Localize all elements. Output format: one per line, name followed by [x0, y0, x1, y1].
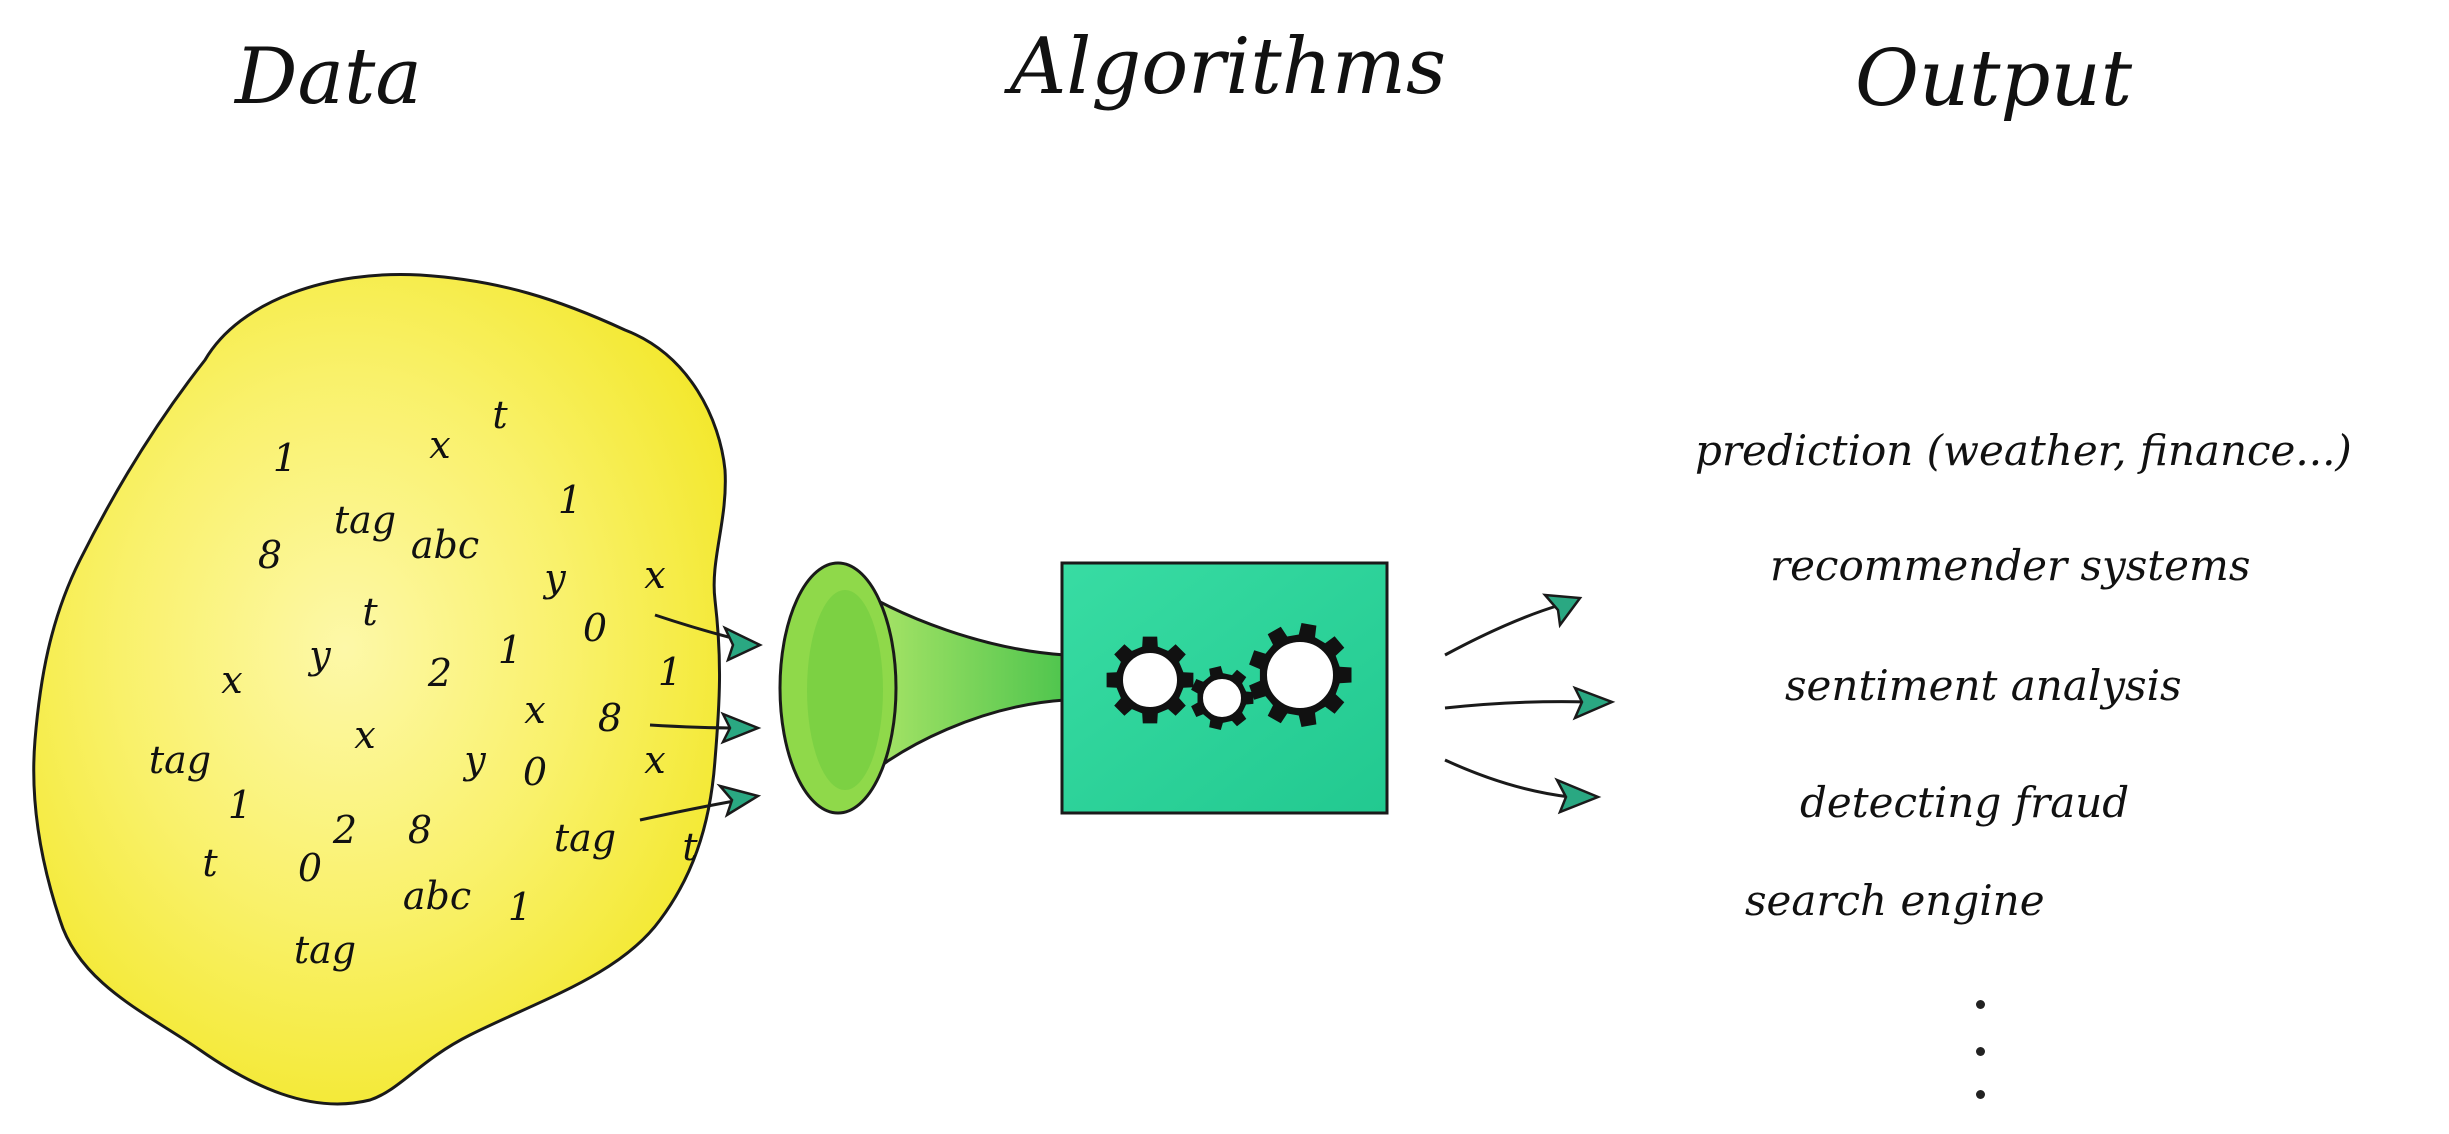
funnel-icon	[778, 561, 1067, 815]
ellipsis-dot	[1976, 1047, 1985, 1056]
data-token: 1	[557, 478, 583, 522]
ellipsis-dot	[1976, 1090, 1985, 1099]
data-token: 8	[407, 808, 433, 852]
data-token: x	[644, 553, 666, 597]
output-heading: Output	[1855, 34, 2133, 124]
data-token: y	[464, 738, 486, 782]
data-token: 2	[332, 808, 358, 852]
data-token: tag	[553, 816, 617, 860]
data-token: t	[492, 393, 508, 437]
data-token: x	[524, 688, 546, 732]
data-token: tag	[333, 498, 397, 542]
data-token: 0	[582, 606, 608, 650]
data-token: abc	[402, 874, 472, 918]
box-to-output-arrows	[1444, 603, 1591, 799]
output-item: sentiment analysis	[1785, 661, 2182, 710]
output-item: detecting fraud	[1800, 778, 2130, 827]
data-token: 1	[657, 650, 683, 694]
gear-icon	[1249, 623, 1352, 727]
data-token: 2	[427, 651, 453, 695]
ellipsis-dot	[1976, 1000, 1985, 1009]
data-token: y	[544, 556, 566, 600]
gear-icon	[1106, 623, 1352, 730]
data-token: tag	[293, 928, 357, 972]
arrow-icon	[716, 625, 763, 818]
output-item: prediction (weather, finance...)	[1695, 426, 2352, 475]
data-token: y	[309, 633, 331, 677]
data-token: 1	[497, 628, 523, 672]
data-token: t	[202, 841, 218, 885]
data-token: t	[682, 825, 698, 869]
data-token: x	[429, 423, 451, 467]
data-token: 0	[297, 846, 323, 890]
arrow-icon	[1542, 593, 1616, 815]
data-token: 1	[507, 885, 533, 929]
data-token: 1	[227, 783, 253, 827]
data-token: 8	[257, 533, 283, 577]
data-token: 0	[522, 750, 548, 794]
data-token: x	[221, 658, 243, 702]
gear-icon	[1106, 636, 1194, 724]
data-token: tag	[148, 738, 212, 782]
algorithms-heading: Algorithms	[1010, 22, 1446, 112]
data-token: 1	[272, 436, 298, 480]
data-token: t	[362, 590, 378, 634]
data-token: abc	[410, 523, 480, 567]
data-token: 8	[597, 696, 623, 740]
data-blob	[32, 272, 727, 1106]
output-item: search engine	[1745, 876, 2045, 925]
gear-icon	[1191, 666, 1254, 730]
output-item: recommender systems	[1770, 541, 2251, 590]
data-token: x	[644, 738, 666, 782]
data-token: x	[354, 713, 376, 757]
data-heading: Data	[235, 32, 422, 122]
